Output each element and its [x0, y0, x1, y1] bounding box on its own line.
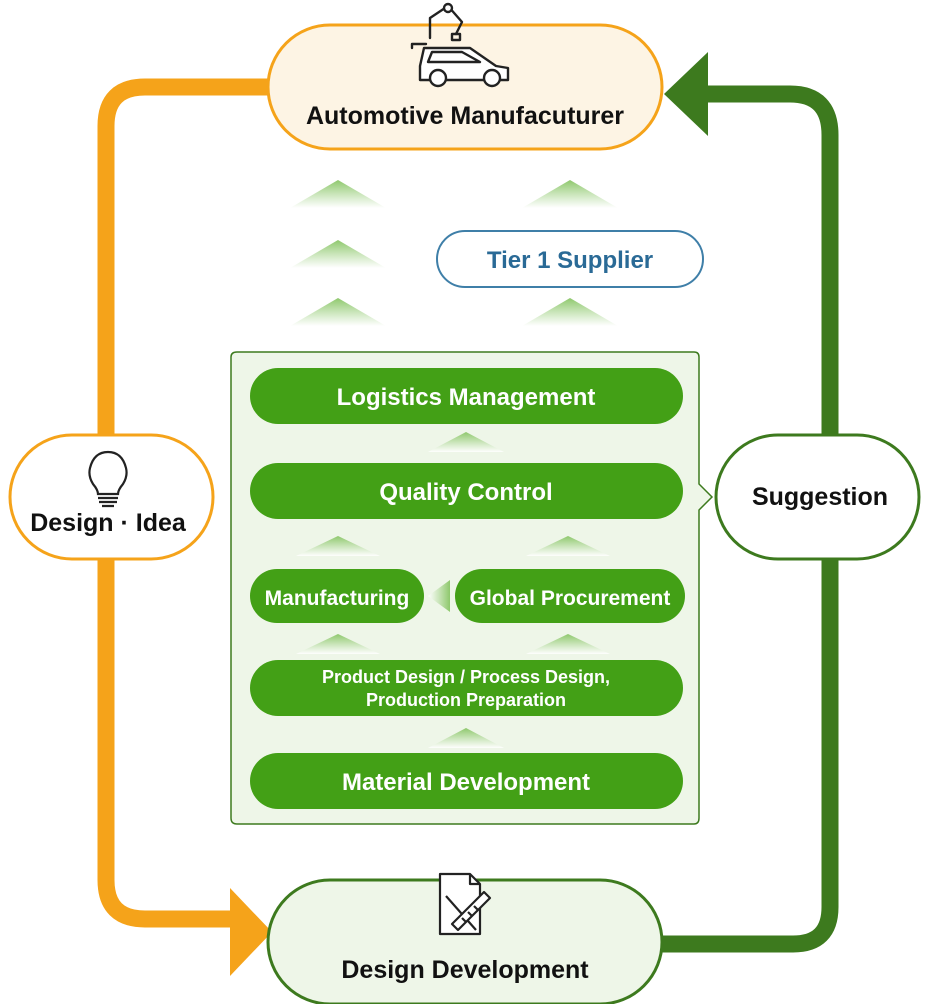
chevrons-to-manufacturing-row — [296, 634, 610, 654]
light-bulb-icon — [88, 450, 128, 508]
ruler-document-icon — [438, 872, 492, 936]
car-robot-arm-icon — [410, 2, 510, 88]
step-material-label: Material Development — [342, 769, 590, 796]
tier-1-supplier-badge: Tier 1 Supplier — [436, 230, 704, 288]
step-logistics-label: Logistics Management — [337, 384, 596, 411]
step-product-design-line1: Product Design / Process Design, — [322, 667, 610, 687]
step-logistics-management: Logistics Management — [250, 368, 683, 424]
step-procurement-label: Global Procurement — [470, 587, 671, 610]
step-manufacturing: Manufacturing — [250, 569, 424, 623]
chevron-procurement-to-manufacturing — [428, 580, 450, 612]
step-product-design: Product Design / Process Design, Product… — [250, 660, 683, 716]
step-material-development: Material Development — [250, 753, 683, 809]
upward-chevrons-top — [290, 180, 618, 326]
chevron-material-to-product-design — [428, 728, 504, 748]
bottom-node-label: Design Development — [341, 956, 589, 984]
top-node: Automotive Manufacuturer — [266, 2, 664, 151]
orange-arrow-head — [230, 888, 272, 976]
step-manufacturing-label: Manufacturing — [265, 587, 410, 610]
bottom-node: Design Development — [266, 872, 664, 1004]
left-node-label: Design · Idea — [30, 509, 187, 537]
right-node: Suggestion — [714, 433, 921, 561]
step-product-design-line2: Production Preparation — [366, 690, 566, 710]
top-node-label: Automotive Manufacuturer — [306, 102, 624, 130]
chevrons-to-quality — [296, 536, 610, 556]
step-quality-label: Quality Control — [379, 479, 552, 506]
step-global-procurement: Global Procurement — [455, 569, 685, 623]
left-node: Design · Idea — [8, 433, 215, 561]
green-arrow-head — [664, 52, 708, 136]
right-node-label: Suggestion — [752, 483, 888, 511]
chevron-quality-to-logistics — [428, 432, 504, 452]
step-quality-control: Quality Control — [250, 463, 683, 519]
tier-1-supplier-label: Tier 1 Supplier — [487, 247, 653, 274]
